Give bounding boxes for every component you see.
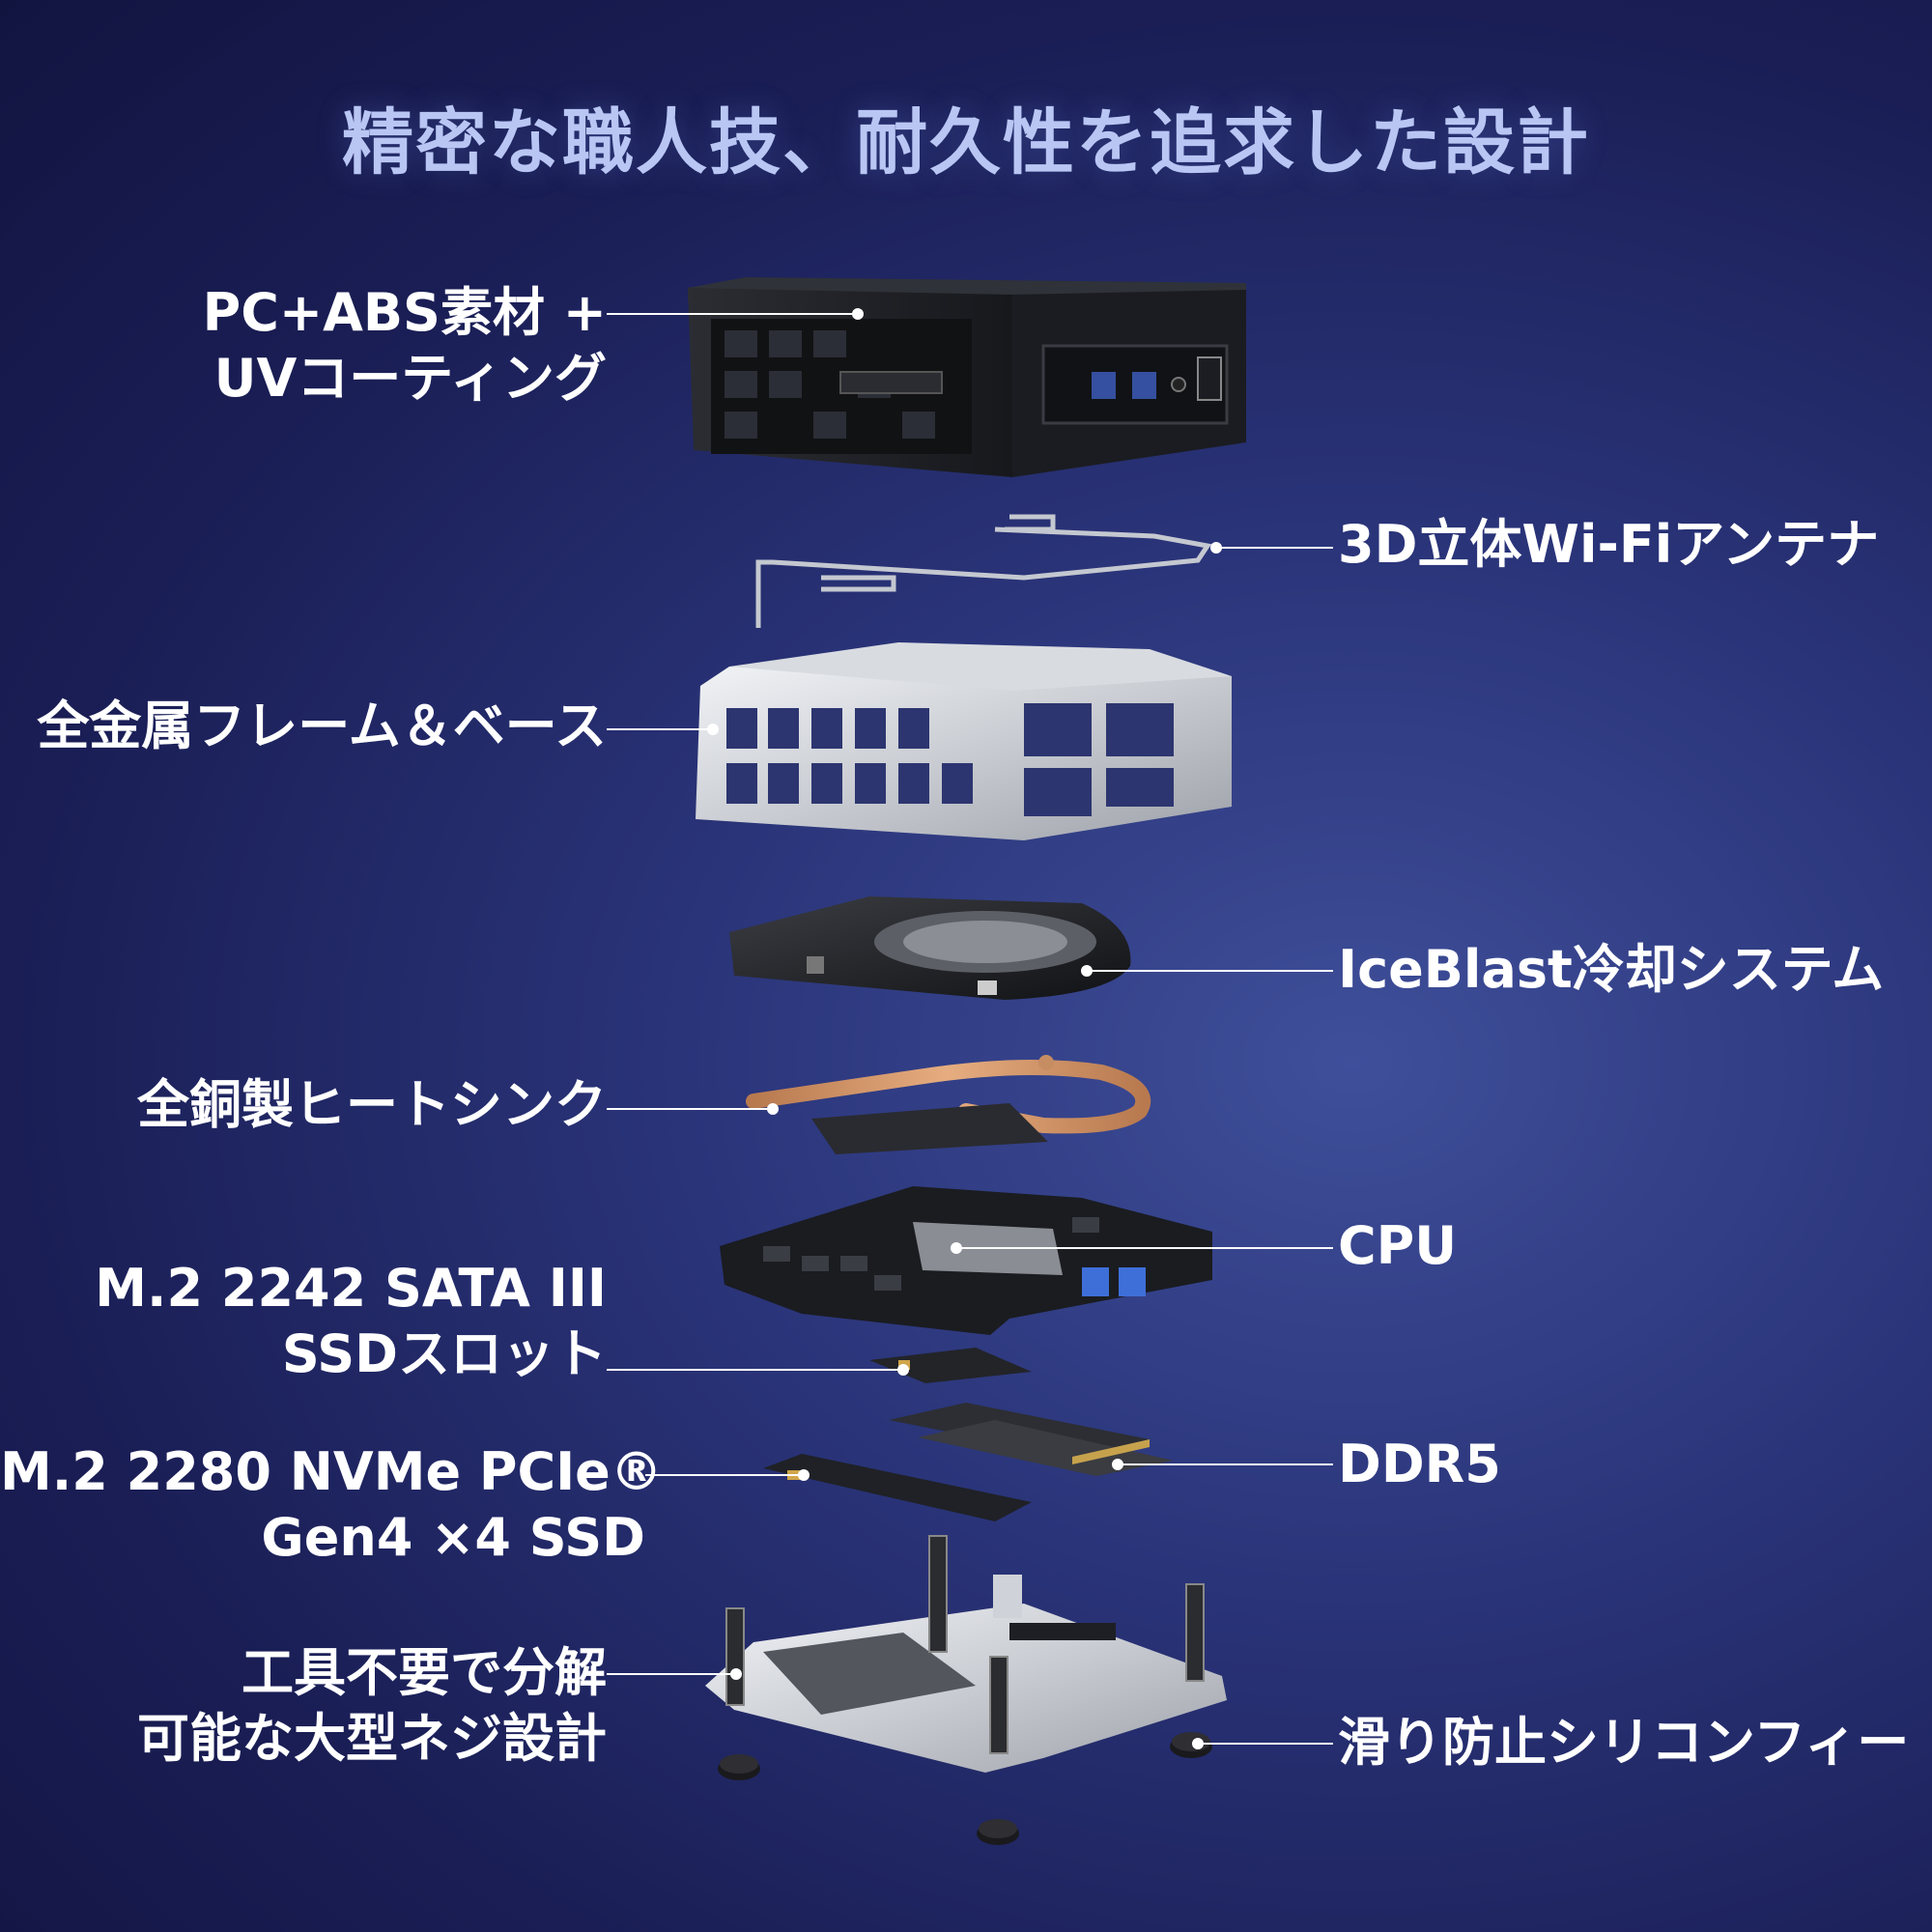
label-toolless-design-line1: 工具不要で分解 (242, 1642, 607, 1703)
label-sata-slot: M.2 2242 SATA III SSDスロット (8, 1256, 607, 1387)
label-silicone-feet: 滑り防止シリコンフィー (1338, 1712, 1910, 1773)
label-metal-frame: 全金属フレーム＆ベース (37, 696, 607, 756)
motherboard (720, 1186, 1212, 1335)
label-wifi-antenna: 3D立体Wi-Fiアンテナ (1338, 514, 1880, 575)
leader-lines (607, 308, 1333, 1749)
label-toolless-design: 工具不要で分解 可能な大型ネジ設計 (8, 1640, 607, 1772)
metal-frame (696, 642, 1232, 840)
label-case-material: PC+ABS素材 + UVコーティング (8, 280, 607, 412)
label-sata-slot-line2: SSDスロット (281, 1323, 607, 1384)
ddr5-modules (889, 1403, 1174, 1476)
label-cooling-system: IceBlast冷却システム (1338, 939, 1885, 1000)
copper-heatsink (746, 1055, 1151, 1154)
mini-pc-case (688, 277, 1246, 477)
label-case-material-line1: PC+ABS素材 + (202, 282, 607, 343)
iceblast-fan (729, 896, 1131, 1000)
label-cpu: CPU (1338, 1215, 1458, 1276)
label-nvme-ssd-line2: Gen4 ×4 SSD (261, 1507, 645, 1568)
label-nvme-ssd-line1: M.2 2280 NVMe PCIe® (0, 1441, 663, 1502)
label-sata-slot-line1: M.2 2242 SATA III (95, 1258, 607, 1319)
label-toolless-design-line2: 可能な大型ネジ設計 (137, 1708, 607, 1769)
wifi-antenna (755, 514, 1212, 628)
base-plate (705, 1535, 1227, 1773)
sata-ssd-module (869, 1348, 1032, 1383)
page-title: 精密な職人技、耐久性を追求した設計 (342, 101, 1590, 185)
silicone-feet (718, 1732, 1212, 1845)
label-case-material-line2: UVコーティング (213, 348, 607, 409)
label-nvme-ssd: M.2 2280 NVMe PCIe® Gen4 ×4 SSD (0, 1439, 663, 1571)
nvme-ssd-module (763, 1454, 1032, 1521)
label-copper-heatsink: 全銅製ヒートシンク (137, 1074, 607, 1135)
label-ddr5: DDR5 (1338, 1434, 1501, 1494)
